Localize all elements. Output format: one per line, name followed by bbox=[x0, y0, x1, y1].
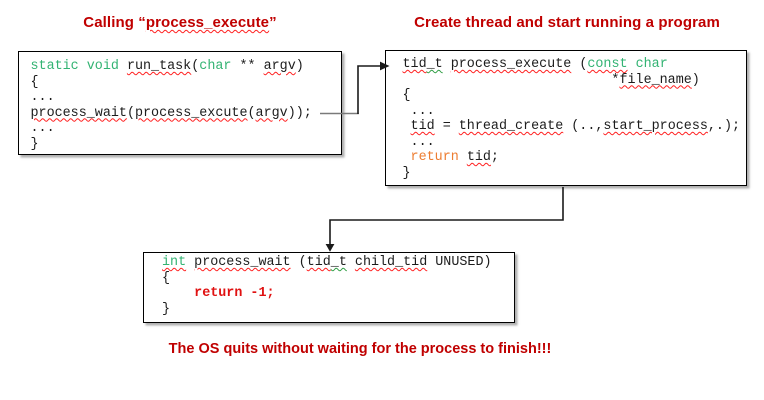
code-token: { bbox=[30, 74, 39, 90]
code-line: int process_wait (tid_t child_tid UNUSED… bbox=[162, 255, 514, 271]
code-token: ... bbox=[30, 121, 55, 136]
code-token: int bbox=[162, 255, 187, 270]
code-token: ... bbox=[402, 103, 435, 119]
code-line: ... bbox=[403, 104, 747, 120]
code-box-process-execute: tid_t process_execute (const char *file_… bbox=[385, 50, 747, 186]
code-token: ) bbox=[691, 72, 700, 88]
code-line: { bbox=[31, 75, 342, 91]
code-token bbox=[443, 57, 451, 72]
code-token: char bbox=[199, 59, 232, 74]
code-token: ... bbox=[30, 90, 55, 105]
code-token: _t bbox=[330, 255, 347, 270]
code-token: ( bbox=[247, 105, 256, 121]
code-token bbox=[162, 286, 194, 301]
code-token: ( bbox=[191, 59, 200, 74]
code-line: } bbox=[162, 302, 514, 318]
code-token: start_process bbox=[603, 119, 708, 134]
code-line: ... bbox=[403, 135, 747, 151]
code-token: const bbox=[587, 57, 628, 72]
code-token: process_wait bbox=[194, 255, 291, 270]
code-token: tid bbox=[410, 119, 435, 134]
code-line: ... bbox=[31, 90, 342, 106]
code-box-process-wait: int process_wait (tid_t child_tid UNUSED… bbox=[143, 252, 515, 323]
code-token: ,.); bbox=[707, 119, 741, 134]
code-line: static void run_task(char ** argv) bbox=[31, 59, 342, 75]
code-token bbox=[186, 255, 194, 270]
title-calling-process-execute: Calling “process_execute” bbox=[18, 14, 342, 31]
code-token: tid bbox=[466, 150, 491, 165]
code-token: argv bbox=[263, 59, 296, 74]
code-token: ( bbox=[126, 105, 135, 121]
code-token: } bbox=[30, 136, 39, 152]
code-line: *file_name) bbox=[403, 73, 747, 89]
code-line: { bbox=[162, 271, 514, 287]
code-line: } bbox=[403, 166, 747, 182]
title-text: Calling “ bbox=[83, 14, 146, 31]
code-line: } bbox=[31, 137, 342, 153]
code-token: ( bbox=[290, 255, 307, 270]
code-token: { bbox=[162, 270, 171, 286]
code-line: return -1; bbox=[162, 286, 514, 302]
code-line: return tid; bbox=[403, 150, 747, 166]
code-line: process_wait(process_excute(argv)); bbox=[31, 106, 342, 122]
code-line: ... bbox=[31, 121, 342, 137]
code-token bbox=[403, 150, 411, 165]
connector-execute-to-wait bbox=[325, 187, 564, 252]
code-token: return bbox=[410, 150, 459, 165]
code-token: )); bbox=[287, 105, 312, 121]
code-token: file_name bbox=[619, 72, 692, 88]
code-token: _t bbox=[426, 57, 443, 72]
code-token: char bbox=[635, 57, 668, 72]
code-token: process_excute bbox=[134, 105, 248, 121]
code-token bbox=[628, 57, 636, 72]
code-token: { bbox=[402, 88, 411, 103]
code-token: ** bbox=[231, 59, 264, 74]
code-token: run_task bbox=[126, 59, 192, 74]
code-line: { bbox=[403, 88, 747, 104]
code-box-run-task: static void run_task(char ** argv){...pr… bbox=[18, 51, 342, 155]
code-token: ) bbox=[295, 59, 304, 74]
code-token: * bbox=[402, 72, 620, 88]
code-token: tid bbox=[306, 255, 331, 270]
code-token: argv bbox=[255, 105, 288, 121]
code-token: child_tid bbox=[354, 255, 428, 270]
code-token: ; bbox=[490, 150, 499, 165]
code-token: } bbox=[162, 301, 171, 317]
code-token: ( bbox=[571, 57, 588, 72]
code-token: = bbox=[434, 119, 459, 134]
caption-os-quits: The OS quits without waiting for the pro… bbox=[168, 341, 552, 357]
code-token: static void bbox=[30, 59, 127, 74]
code-token bbox=[459, 150, 467, 165]
code-line: tid = thread_create (..,start_process,.)… bbox=[403, 119, 747, 135]
code-token: process_execute bbox=[450, 57, 572, 72]
title-text: ” bbox=[269, 14, 277, 31]
code-token bbox=[403, 119, 411, 134]
code-token: } bbox=[402, 165, 411, 181]
arrow-down-icon bbox=[325, 244, 335, 252]
code-token: process_wait bbox=[30, 105, 127, 121]
code-token: return -1; bbox=[194, 286, 275, 301]
code-token: ... bbox=[402, 134, 435, 150]
title-word-process-execute: process_execute bbox=[145, 14, 270, 31]
code-token: thread_create bbox=[458, 119, 564, 134]
code-token: (.., bbox=[563, 119, 604, 134]
code-token: tid bbox=[402, 57, 427, 72]
code-token bbox=[347, 255, 355, 270]
code-token: UNUSED) bbox=[427, 255, 492, 270]
code-line: tid_t process_execute (const char bbox=[403, 57, 747, 73]
title-create-thread: Create thread and start running a progra… bbox=[414, 14, 720, 31]
